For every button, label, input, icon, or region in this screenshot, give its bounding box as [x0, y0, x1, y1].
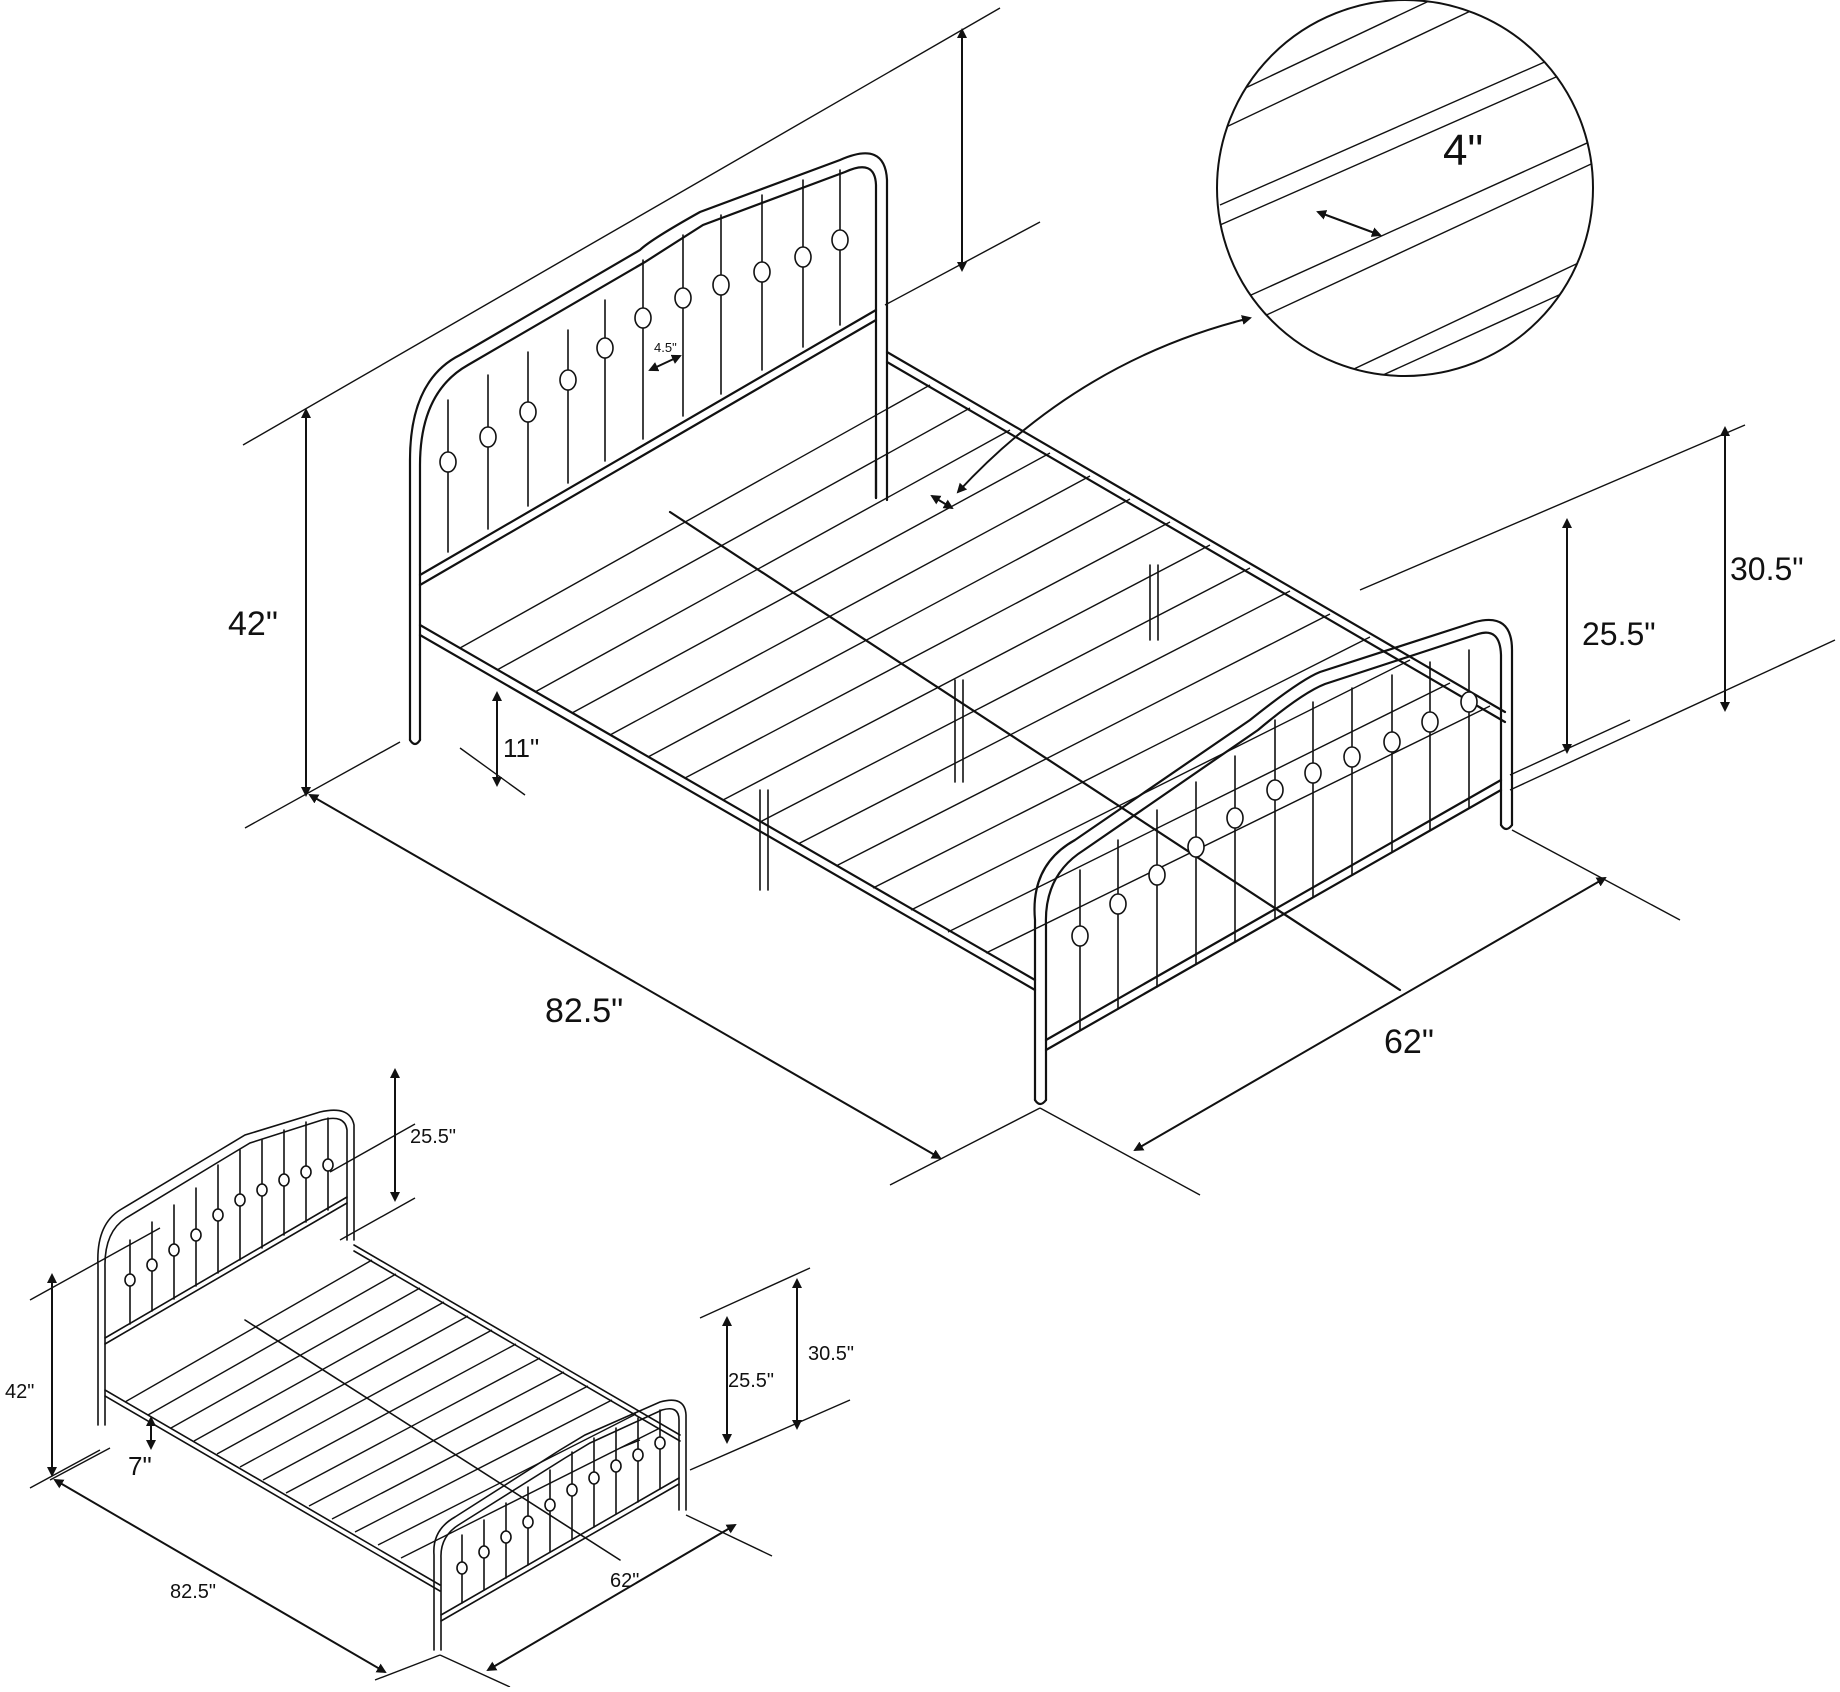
small-footboard-offset-label: 25.5" [728, 1370, 774, 1392]
main-spindle-gap-label: 4.5" [654, 340, 677, 355]
small-headboard-spindles [129, 1117, 329, 1325]
small-headboard-offset-label: 25.5" [410, 1126, 456, 1148]
small-length-label: 82.5" [170, 1581, 216, 1603]
detail-slat-gap-label: 4" [1443, 126, 1483, 175]
headboard-knobs [439, 229, 849, 473]
small-headboard-height-label: 42" [5, 1381, 34, 1403]
small-width-label: 62" [610, 1570, 639, 1592]
small-headboard-knobs [124, 1158, 334, 1287]
slats [459, 384, 1491, 954]
main-leg-clearance-label: 11" [503, 733, 539, 763]
main-footboard-height-label: 30.5" [1730, 551, 1804, 587]
main-length-label: 82.5" [545, 992, 623, 1030]
footboard-knobs [1071, 691, 1478, 947]
main-width-label: 62" [1384, 1023, 1434, 1061]
small-slats [124, 1259, 661, 1559]
main-dimensions: 42" 11" 82.5" 62" 25.5" 30.5" 4.5" [228, 7, 1836, 1196]
detail-magnifier-icon: 4" [1216, 0, 1594, 377]
small-bed-frame [97, 1109, 687, 1651]
footboard-spindles [1079, 649, 1470, 1031]
main-footboard-offset-label: 25.5" [1582, 616, 1656, 652]
small-dimensions: 25.5" 42" 7" 82.5" 62" 25.5" 30.5" [5, 1068, 854, 1688]
small-leg-clearance-label: 7" [128, 1451, 152, 1481]
main-headboard-height-label: 42" [228, 605, 278, 643]
small-footboard-height-label: 30.5" [808, 1343, 854, 1365]
headboard-spindles [447, 169, 841, 553]
